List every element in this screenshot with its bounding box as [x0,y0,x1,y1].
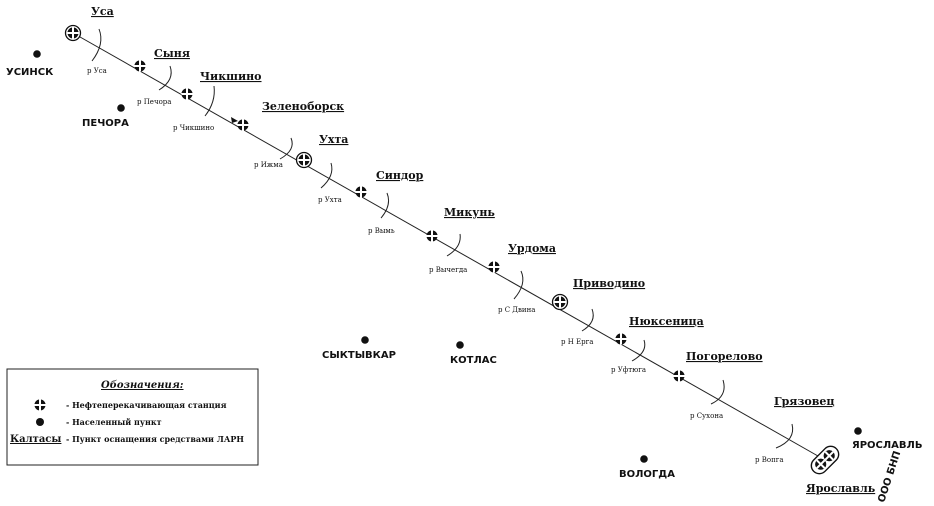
settlement-icon [36,418,44,426]
legend: Обозначения: - Нефтеперекачивающая станц… [6,368,259,466]
city-label-syktyvkar: СЫКТЫВКАР [322,350,396,361]
station-label-urdoma: Урдома [508,242,556,255]
city-dot-kotlas [456,341,464,349]
legend-item-larn-symbol: Калтасы [10,434,61,445]
city-dot-usinsk [33,50,41,58]
river-crossing [581,308,594,332]
station-label-sindor: Синдор [376,169,424,182]
city-label-usinsk: УСИНСК [6,67,54,78]
river-crossing [446,233,461,257]
city-dot-pechora [117,104,125,112]
station-label-gryazovets: Грязовец [774,395,835,408]
station-label-synya: Сыня [154,47,190,60]
legend-frame [6,368,259,466]
station-label-zelenoborsk: Зеленоборск [262,100,344,113]
river-crossing [279,137,293,160]
river-label: р Вычегда [429,266,467,274]
station-label-yaroslavl: Ярославль [806,482,876,495]
station-label-chikshino: Чикшино [200,70,262,83]
station-marker-zelenoborsk[interactable] [237,119,249,131]
river-crossing [204,85,215,117]
station-marker-sindor[interactable] [355,186,367,198]
pipeline-line [72,32,826,461]
station-label-privodino: Приводино [573,277,645,290]
river-label: р Уса [87,67,107,75]
station-marker-nyuksenitsa[interactable] [615,333,627,345]
river-label: р Печора [137,98,171,106]
city-label-pechora: ПЕЧОРА [82,118,129,129]
station-marker-usa[interactable] [64,24,82,42]
station-label-pogorelovo: Погорелово [686,350,763,363]
river-label: р Чикшино [173,124,214,132]
river-label: р Вопга [755,456,784,464]
river-label: р Вымь [368,227,395,235]
terminal-note: ООО БНП [876,450,903,504]
river-label: р Ижма [254,161,283,169]
city-dot-yaroslavl [854,427,862,435]
legend-item-pumping-text: - Нефтеперекачивающая станция [66,400,227,410]
legend-title: Обозначения: [101,380,184,391]
station-marker-synya[interactable] [134,60,146,72]
river-crossing [631,339,646,362]
station-label-usa: Уса [91,5,114,18]
city-dot-syktyvkar [361,336,369,344]
river-crossing [91,28,102,62]
city-label-kotlas: КОТЛАС [450,355,497,366]
station-marker-mikun[interactable] [426,230,438,242]
city-label-vologda: ВОЛОГДА [619,469,675,480]
river-label: р С Двина [498,306,535,314]
river-crossing [380,192,389,219]
pumping-station-icon [34,399,46,411]
river-label: р Сухона [690,412,723,420]
river-label: р Уфтюга [611,366,646,374]
legend-item-larn-text: - Пункт оснащения средствами ЛАРН [66,434,244,444]
river-crossing [513,270,524,300]
river-crossing [710,379,725,405]
river-crossing [320,162,333,189]
river-crossing [158,65,172,91]
station-marker-pogorelovo[interactable] [673,370,685,382]
station-marker-ukhta[interactable] [295,151,313,169]
river-label: р Ухта [318,196,342,204]
city-dot-vologda [640,455,648,463]
station-label-nyuksenitsa: Нюксеница [629,315,704,328]
station-marker-urdoma[interactable] [488,261,500,273]
station-marker-privodino[interactable] [551,293,569,311]
flow-arrow-icon [231,117,238,123]
city-label-yaroslavl: ЯРОСЛАВЛЬ [852,440,922,451]
station-label-ukhta: Ухта [319,133,348,146]
station-marker-chikshino[interactable] [181,88,193,100]
river-label: р Н Ерга [561,338,593,346]
legend-item-settlement-text: - Населенный пункт [66,417,162,427]
terminal-marker-yaroslavl[interactable] [808,443,842,477]
station-label-mikun: Микунь [444,206,495,219]
river-crossing [775,423,794,449]
